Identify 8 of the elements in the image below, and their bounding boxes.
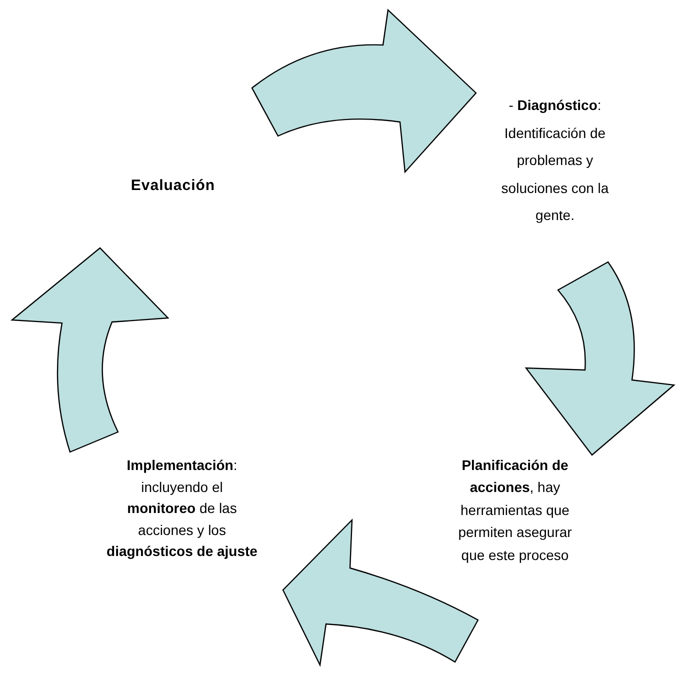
step-text: Implementación: incluyendo el monitoreo de las acciones y los diagnósticos de ajuste	[106, 456, 258, 562]
curved-block-arrow	[251, 9, 477, 173]
step-text: Evaluación	[130, 176, 216, 196]
curved-block-arrow	[11, 247, 169, 453]
step-text: Planificación de acciones, hay herramientas que permiten asegurar que este proceso	[457, 456, 573, 565]
curved-block-arrow	[525, 261, 675, 456]
step-text: - Diagnóstico: Identificación de problemas y soluciones con la gente.	[500, 96, 610, 225]
curved-block-arrow	[282, 519, 479, 666]
